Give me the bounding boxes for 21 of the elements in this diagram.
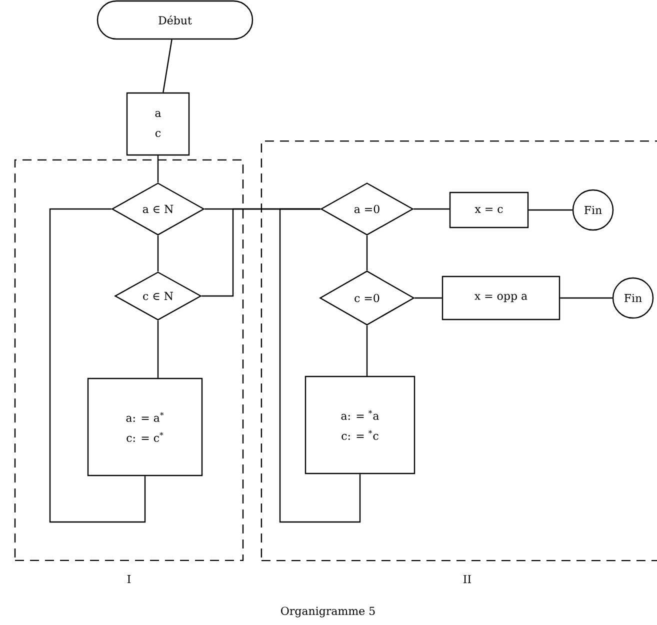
connector-line (366, 326, 368, 376)
process-box: a: = $^{*}$a c: = $^{*}$c (304, 376, 416, 474)
connector-line (162, 40, 172, 92)
process-box: x = c (449, 192, 529, 228)
connector-line (157, 236, 159, 272)
connector-line (414, 297, 442, 299)
process-box: x = opp a (442, 276, 560, 320)
connector-line (157, 156, 159, 182)
connector-line (49, 208, 146, 523)
connector-line (279, 208, 361, 523)
process-box: a: = a$^{*}$ c: = c$^{*}$ (87, 378, 203, 476)
connector-line (560, 297, 612, 299)
connector-line (528, 209, 572, 211)
connector-line (157, 320, 159, 378)
connector-line (366, 236, 368, 270)
node-label: I (127, 574, 131, 584)
start-terminal: Début (96, 0, 254, 40)
node-label: II (463, 575, 471, 584)
connector-line (414, 208, 450, 210)
process-box: a c (126, 92, 190, 156)
caption: Organigramme 5 (281, 606, 375, 618)
